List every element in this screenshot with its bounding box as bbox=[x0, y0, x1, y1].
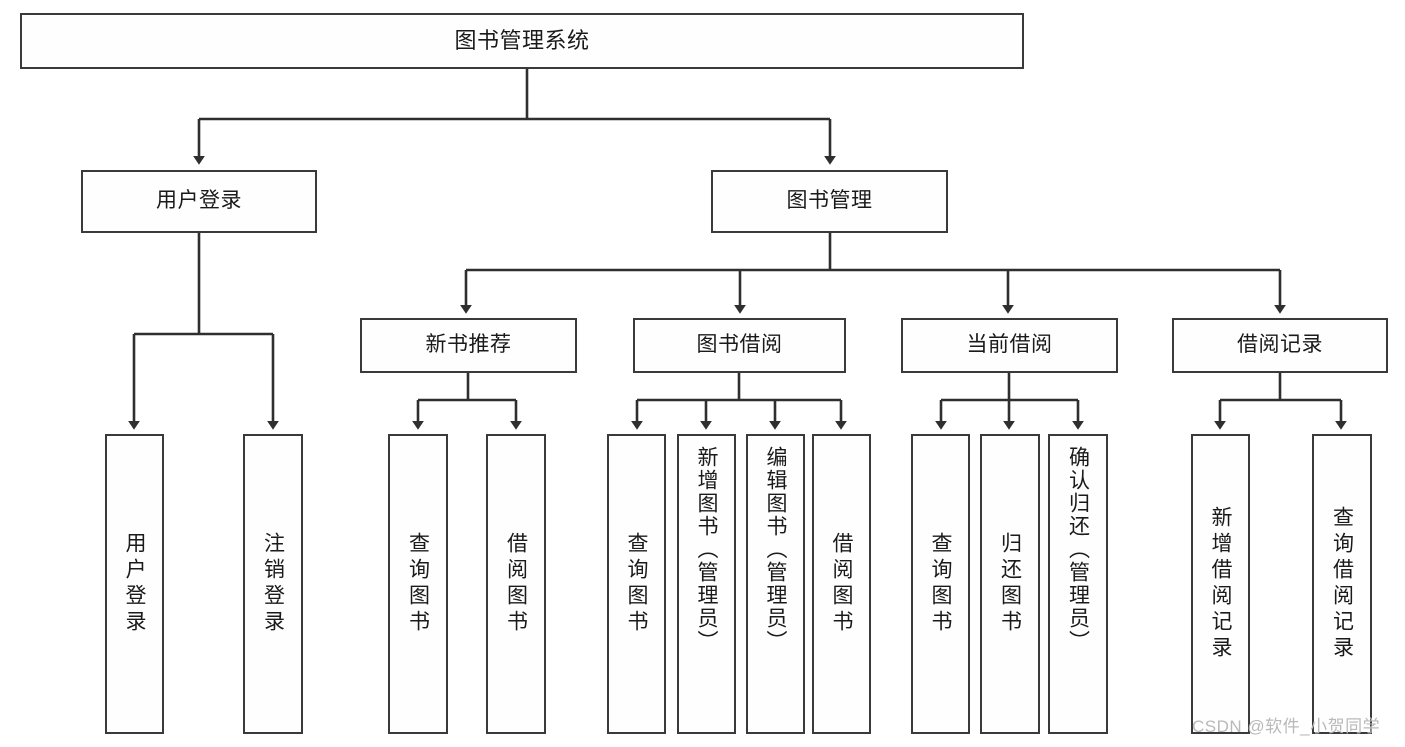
leaf-borrow-book-new-rec[interactable]: 借阅图书 bbox=[486, 434, 546, 734]
node-label: 图书管理系统 bbox=[454, 28, 590, 54]
leaf-query-borrow-record[interactable]: 查询借阅记录 bbox=[1312, 434, 1372, 734]
leaf-user-logout[interactable]: 注销登录 bbox=[243, 434, 303, 734]
node-label: 编辑图书（管理员） bbox=[764, 446, 787, 653]
node-book-management[interactable]: 图书管理 bbox=[711, 170, 948, 233]
node-label: 当前借阅 bbox=[966, 333, 1053, 357]
leaf-edit-book-admin[interactable]: 编辑图书（管理员） bbox=[746, 434, 805, 734]
node-label: 查询图书 bbox=[625, 532, 648, 636]
node-label: 查询图书 bbox=[406, 532, 430, 636]
node-label: 新增图书（管理员） bbox=[695, 446, 718, 653]
node-label: 借阅记录 bbox=[1237, 333, 1323, 357]
node-label: 新增借阅记录 bbox=[1209, 506, 1232, 662]
node-label: 图书管理 bbox=[786, 189, 873, 213]
node-user-login[interactable]: 用户登录 bbox=[81, 170, 317, 233]
node-label: 新书推荐 bbox=[425, 333, 512, 357]
node-label: 图书借阅 bbox=[696, 333, 783, 357]
leaf-borrow-book-borrow[interactable]: 借阅图书 bbox=[812, 434, 871, 734]
node-new-book-recommendation[interactable]: 新书推荐 bbox=[360, 318, 577, 373]
node-label: 用户登录 bbox=[123, 532, 146, 636]
csdn-watermark: CSDN @软件_小贺同学 bbox=[1192, 717, 1381, 736]
leaf-query-book-new-rec[interactable]: 查询图书 bbox=[388, 434, 448, 734]
node-book-borrowing[interactable]: 图书借阅 bbox=[633, 318, 846, 373]
node-label: 注销登录 bbox=[261, 532, 285, 636]
leaf-query-book-borrow[interactable]: 查询图书 bbox=[607, 434, 666, 734]
node-label: 借阅图书 bbox=[504, 532, 528, 636]
leaf-query-book-current[interactable]: 查询图书 bbox=[911, 434, 970, 734]
node-label: 查询图书 bbox=[929, 532, 952, 636]
node-label: 归还图书 bbox=[998, 532, 1022, 636]
leaf-add-borrow-record[interactable]: 新增借阅记录 bbox=[1191, 434, 1250, 734]
node-label: 借阅图书 bbox=[830, 532, 853, 636]
leaf-return-book[interactable]: 归还图书 bbox=[980, 434, 1040, 734]
leaf-confirm-return-admin[interactable]: 确认归还（管理员） bbox=[1048, 434, 1108, 734]
node-current-borrowing[interactable]: 当前借阅 bbox=[901, 318, 1118, 373]
node-label: 查询借阅记录 bbox=[1330, 506, 1354, 662]
node-label: 用户登录 bbox=[156, 189, 242, 213]
node-borrowing-record[interactable]: 借阅记录 bbox=[1172, 318, 1388, 373]
leaf-user-login[interactable]: 用户登录 bbox=[105, 434, 164, 734]
leaf-add-book-admin[interactable]: 新增图书（管理员） bbox=[677, 434, 736, 734]
node-label: 确认归还（管理员） bbox=[1066, 446, 1090, 653]
node-root-book-management-system[interactable]: 图书管理系统 bbox=[20, 13, 1024, 69]
